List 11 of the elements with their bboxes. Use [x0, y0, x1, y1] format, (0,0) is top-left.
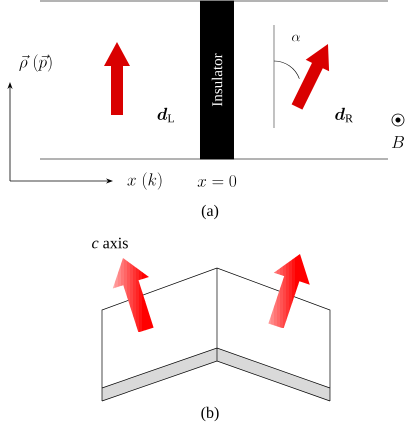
- axis-label: $x=0$: [198, 175, 236, 187]
- symbol-label: $\boldsymbol{d}_{\mathrm{L}}$: [158, 108, 174, 122]
- axis-label: $x\;(k)$: [127, 172, 162, 190]
- symbol-label: $B$: [392, 136, 404, 148]
- angle-label: $\alpha$: [292, 34, 300, 42]
- insulator-bar: Insulator: [200, 0, 234, 160]
- vector-label: $\vec{\rho}\;(\vec{p})$: [19, 54, 52, 72]
- panel-label: (b): [201, 406, 219, 422]
- axis-label: c axis: [92, 238, 128, 248]
- panel-label: (a): [202, 204, 218, 220]
- symbol-label: $\boldsymbol{d}_{\mathrm{R}}$: [335, 108, 353, 122]
